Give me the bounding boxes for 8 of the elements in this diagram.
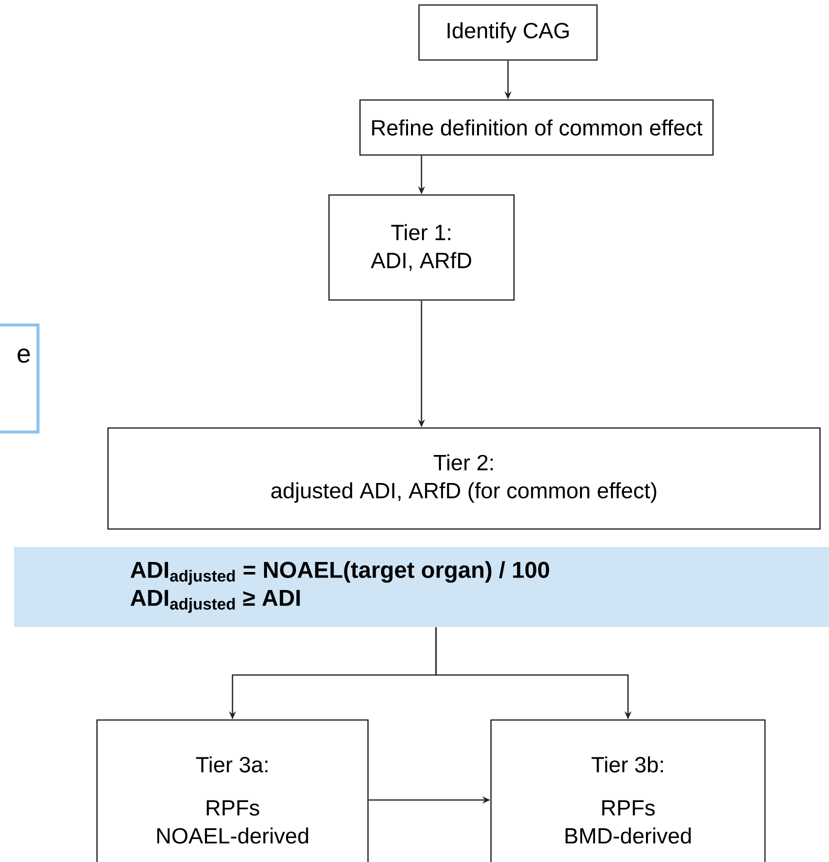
process-box: Refine definition of common effect [359,99,714,156]
process-box: Tier 1: ADI, ARfD [328,194,515,301]
process-box: Tier 2: adjusted ADI, ARfD (for common effect) [107,427,821,530]
process-box: Tier 3b: RPFs BMD-derived [490,719,766,862]
process-box: Tier 3a: RPFs NOAEL-derived [96,719,369,862]
note-box: e [0,324,40,434]
formula-band: ADI$_{adjusted}$ = NOAEL(target organ) / 100 ADI$_{adjusted}$ ≥ ADI [14,547,829,627]
process-box: Identify CAG [418,4,598,61]
